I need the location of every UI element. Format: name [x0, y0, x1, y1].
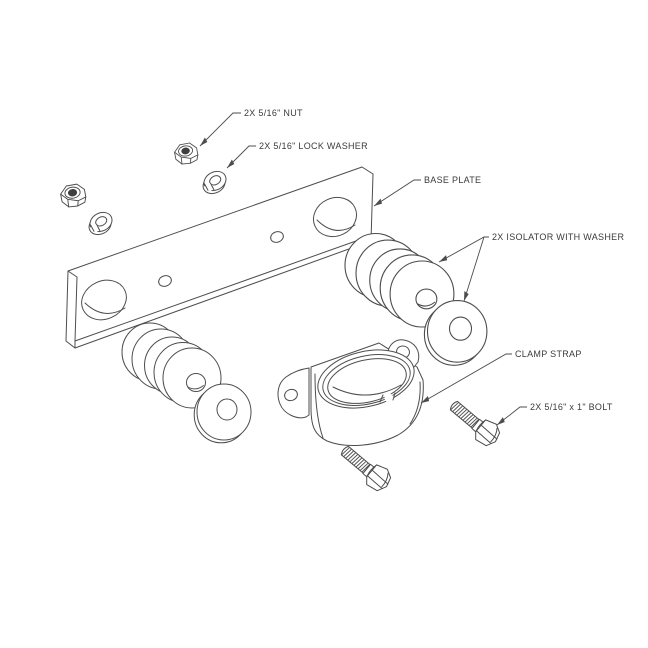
plate-hole-right-wall — [316, 219, 356, 231]
isolator-with-washer-left — [121, 322, 252, 444]
clamp-split-ends — [379, 392, 396, 403]
base-plate — [65, 166, 374, 349]
leader-arrow-isolator-washer — [461, 291, 470, 302]
leader-base-plate — [373, 179, 421, 207]
hex-nut-left — [60, 183, 87, 208]
leader-arrow-isolator-body — [437, 255, 449, 265]
leader-clamp-strap — [420, 353, 512, 404]
label-base-plate: BASE PLATE — [424, 175, 481, 185]
leader-arrow-base-plate — [372, 198, 384, 209]
clamp-inner-edges — [314, 373, 421, 439]
clamp-left-ear-hole — [284, 388, 298, 402]
callout-leaders — [198, 112, 527, 427]
lock-washer-right — [199, 167, 230, 198]
plate-small-hole-left — [158, 275, 172, 287]
callout-labels: 2X 5/16" NUT 2X 5/16" LOCK WASHER BASE P… — [244, 108, 624, 412]
label-hex-bolt: 2X 5/16" x 1" BOLT — [530, 402, 613, 412]
hex-bolt-left — [335, 439, 396, 496]
label-clamp-strap: CLAMP STRAP — [515, 349, 582, 359]
clamp-bore-wall — [332, 384, 402, 396]
plate-hole-right — [313, 196, 357, 238]
label-lock-washer: 2X 5/16" LOCK WASHER — [259, 141, 368, 151]
plate-hole-left — [81, 279, 127, 321]
label-hex-nut: 2X 5/16" NUT — [244, 108, 303, 118]
leader-bolt — [496, 406, 527, 426]
isolator-with-washer-right — [344, 232, 488, 366]
label-isolator-with-washer: 2X ISOLATOR WITH WASHER — [492, 232, 624, 242]
leader-nut — [199, 112, 241, 147]
base-plate-edges — [67, 235, 371, 349]
leader-isolator — [438, 236, 489, 302]
plate-small-hole-right — [270, 231, 284, 243]
hex-nut-right — [174, 142, 199, 165]
leader-lock-washer — [226, 145, 256, 169]
clamp-strap — [277, 339, 424, 446]
base-plate-body — [65, 166, 374, 349]
clamp-split-gap — [384, 393, 394, 403]
lock-washer-left — [85, 208, 116, 239]
plate-hole-left-wall — [84, 302, 126, 314]
hex-bolt-right — [444, 394, 505, 451]
